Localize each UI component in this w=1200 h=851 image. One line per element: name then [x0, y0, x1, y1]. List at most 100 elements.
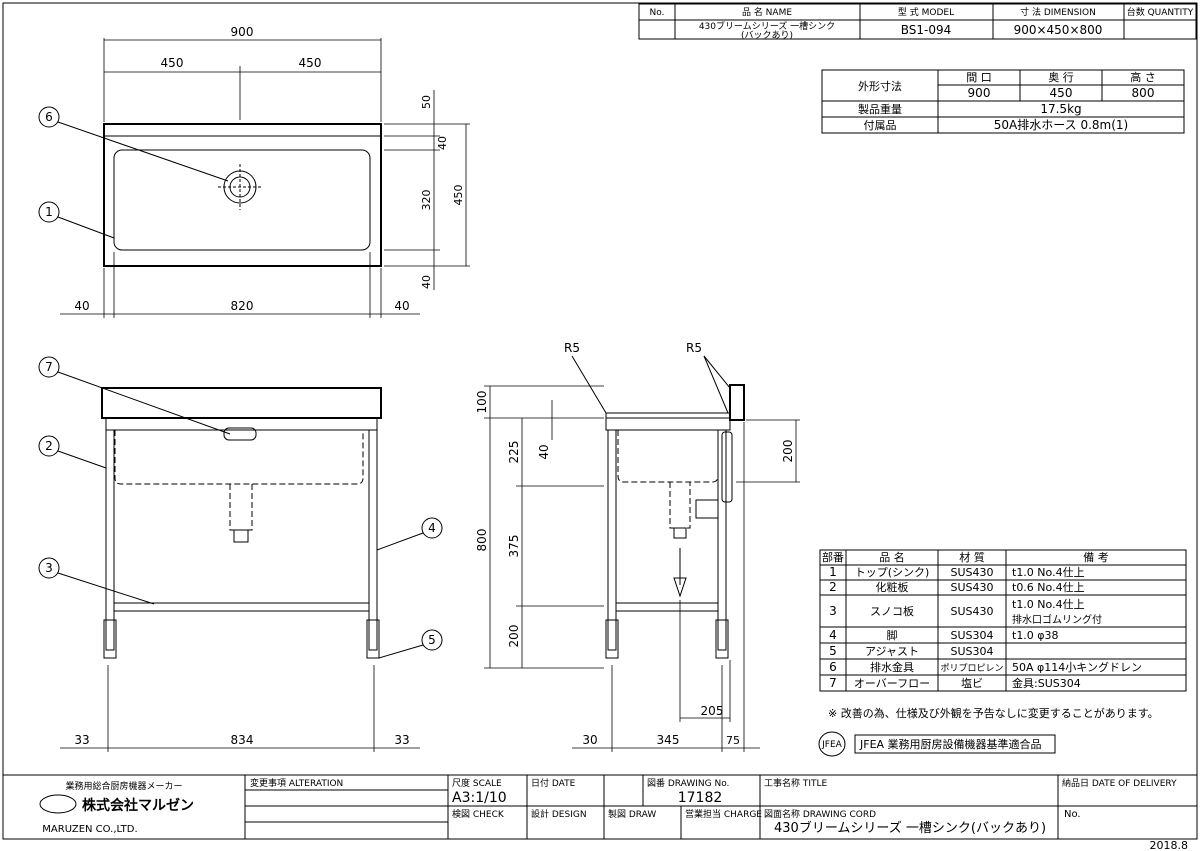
- drawing-no-value: 17182: [678, 790, 723, 806]
- callout-7: [38, 356, 60, 378]
- callout-6: [38, 106, 60, 128]
- svg-text:金具:SUS304: 金具:SUS304: [1012, 676, 1081, 690]
- dim-top-half-right: 450: [299, 56, 322, 70]
- company-name: 株式会社マルゼン: [82, 797, 194, 814]
- spec-weight-label: 製品重量: [858, 102, 902, 116]
- maruzen-logo-icon: [39, 794, 77, 814]
- header-name-value-1: 430ブリームシリーズ 一槽シンク: [699, 20, 835, 32]
- svg-text:4: 4: [428, 521, 436, 535]
- spec-acc-label: 付属品: [864, 119, 897, 132]
- svg-text:6: 6: [45, 110, 53, 124]
- dim-side-800: 800: [475, 529, 489, 552]
- delivery-no-label: No.: [1064, 809, 1081, 820]
- notice-text: ※ 改善の為、仕様及び外観を予告なしに変更することがあります。: [828, 706, 1159, 720]
- dim-r320: 320: [420, 190, 433, 211]
- parts-header-note: 備 考: [1083, 551, 1109, 564]
- jfea-logo: [818, 731, 846, 757]
- charge-label: 営業担当 CHARGE: [685, 808, 762, 820]
- spec-col-h: 高 さ: [1130, 70, 1156, 84]
- svg-text:トップ(シンク): トップ(シンク): [855, 566, 930, 579]
- svg-text:5: 5: [428, 633, 436, 647]
- dim-side-375: 375: [507, 535, 521, 558]
- spec-val-h: 800: [1132, 86, 1155, 100]
- svg-text:SUS430: SUS430: [950, 566, 993, 579]
- table-row: 1 トップ(シンク) SUS430 t1.0 No.4仕上: [829, 565, 1084, 579]
- spec-table: 外形寸法 間 口 奥 行 高 さ 900 450 800 製品重量 17.5kg…: [821, 69, 1185, 134]
- design-label: 設計 DESIGN: [531, 808, 587, 820]
- spec-val-d: 450: [1050, 86, 1073, 100]
- dim-side-40: 40: [537, 444, 551, 459]
- spec-col-w: 間 口: [966, 71, 992, 84]
- svg-text:3: 3: [829, 604, 837, 618]
- svg-text:2: 2: [829, 580, 837, 594]
- title-block: 業務用総合厨房機器メーカー 株式会社マルゼン MARUZEN CO.,LTD. …: [3, 774, 1197, 839]
- jfea-badge: JFEA JFEA 業務用厨房設備機器基準適合品: [818, 731, 1056, 757]
- table-row: 5 アジャスト SUS304: [829, 644, 993, 658]
- callout-2: [38, 435, 60, 457]
- dim-r50: 50: [420, 95, 433, 109]
- drawing-cord-value: 430ブリームシリーズ 一槽シンク(バックあり): [774, 820, 1046, 836]
- svg-text:アジャスト: アジャスト: [865, 645, 919, 658]
- dim-r5-left: R5: [564, 341, 580, 355]
- dim-r40a: 40: [436, 136, 449, 150]
- title-label: 工事名称 TITLE: [764, 777, 828, 789]
- dim-side-225: 225: [507, 441, 521, 464]
- svg-text:排水口ゴムリング付: 排水口ゴムリング付: [1012, 613, 1102, 626]
- callout-1: [38, 201, 60, 223]
- svg-text:塩ビ: 塩ビ: [961, 676, 983, 690]
- callout-5: [421, 629, 443, 651]
- svg-text:50A φ114小キングドレン: 50A φ114小キングドレン: [1012, 660, 1142, 674]
- callout-3: [38, 557, 60, 579]
- svg-text:t0.6 No.4仕上: t0.6 No.4仕上: [1012, 581, 1085, 594]
- dim-side-200-right: 200: [781, 440, 795, 463]
- jfea-text: JFEA 業務用厨房設備機器基準適合品: [859, 737, 1042, 751]
- parts-header-name: 品 名: [879, 550, 905, 564]
- svg-text:5: 5: [829, 644, 837, 658]
- table-row: 7 オーバーフロー 塩ビ 金具:SUS304: [829, 676, 1081, 690]
- spec-acc-value: 50A排水ホース 0.8m(1): [994, 118, 1128, 132]
- svg-text:1: 1: [45, 205, 53, 219]
- svg-text:1: 1: [829, 565, 837, 579]
- dim-side-75: 75: [726, 734, 740, 747]
- dim-front-33-left: 33: [74, 733, 89, 747]
- company-subtitle: 業務用総合厨房機器メーカー: [65, 780, 182, 792]
- dim-bottom-40-right: 40: [394, 299, 409, 313]
- svg-text:t1.0 No.4仕上: t1.0 No.4仕上: [1012, 566, 1085, 579]
- svg-text:t1.0 φ38: t1.0 φ38: [1012, 629, 1059, 642]
- svg-text:6: 6: [829, 660, 837, 674]
- svg-text:t1.0 No.4仕上: t1.0 No.4仕上: [1012, 598, 1085, 611]
- svg-text:SUS430: SUS430: [950, 581, 993, 594]
- spec-val-w: 900: [968, 86, 991, 100]
- header-model-label: 型 式 MODEL: [898, 6, 954, 18]
- dim-top-half-left: 450: [161, 56, 184, 70]
- svg-text:SUS304: SUS304: [950, 629, 993, 642]
- dim-side-205: 205: [701, 704, 724, 718]
- dim-bottom-820: 820: [231, 299, 254, 313]
- drawing-cord-label: 図面名称 DRAWING CORD: [764, 808, 876, 820]
- callout-4: [421, 517, 443, 539]
- parts-header-no: 部番: [822, 550, 844, 564]
- table-row: 6 排水金具 ポリプロピレン 50A φ114小キングドレン: [829, 660, 1142, 674]
- svg-text:スノコ板: スノコ板: [870, 604, 914, 618]
- header-qty-label: 台数 QUANTITY: [1127, 6, 1194, 18]
- header-model-value: BS1-094: [901, 23, 952, 37]
- draw-label: 製図 DRAW: [608, 808, 656, 820]
- spec-weight-value: 17.5kg: [1040, 102, 1081, 116]
- drain-arrow-icon: [673, 548, 687, 598]
- top-view: 900 450 450 50 40 320 40 450 40 820 40 6…: [38, 25, 470, 318]
- svg-text:脚: 脚: [887, 628, 898, 642]
- svg-text:SUS430: SUS430: [950, 605, 993, 618]
- svg-text:排水金具: 排水金具: [870, 660, 914, 674]
- dim-front-33-right: 33: [394, 733, 409, 747]
- parts-table: 部番 品 名 材 質 備 考 1 トップ(シンク) SUS430 t1.0 No…: [819, 549, 1187, 692]
- dim-side-345: 345: [657, 733, 680, 747]
- parts-header-material: 材 質: [959, 550, 985, 564]
- table-row: 2 化粧板 SUS430 t0.6 No.4仕上: [829, 580, 1084, 594]
- spec-outer-label: 外形寸法: [858, 79, 902, 93]
- date-label: 日付 DATE: [531, 778, 576, 789]
- dim-side-30: 30: [582, 733, 597, 747]
- delivery-label: 納品日 DATE OF DELIVERY: [1062, 777, 1177, 789]
- header-dim-label: 寸 法 DIMENSION: [1020, 6, 1096, 18]
- svg-text:7: 7: [829, 676, 837, 690]
